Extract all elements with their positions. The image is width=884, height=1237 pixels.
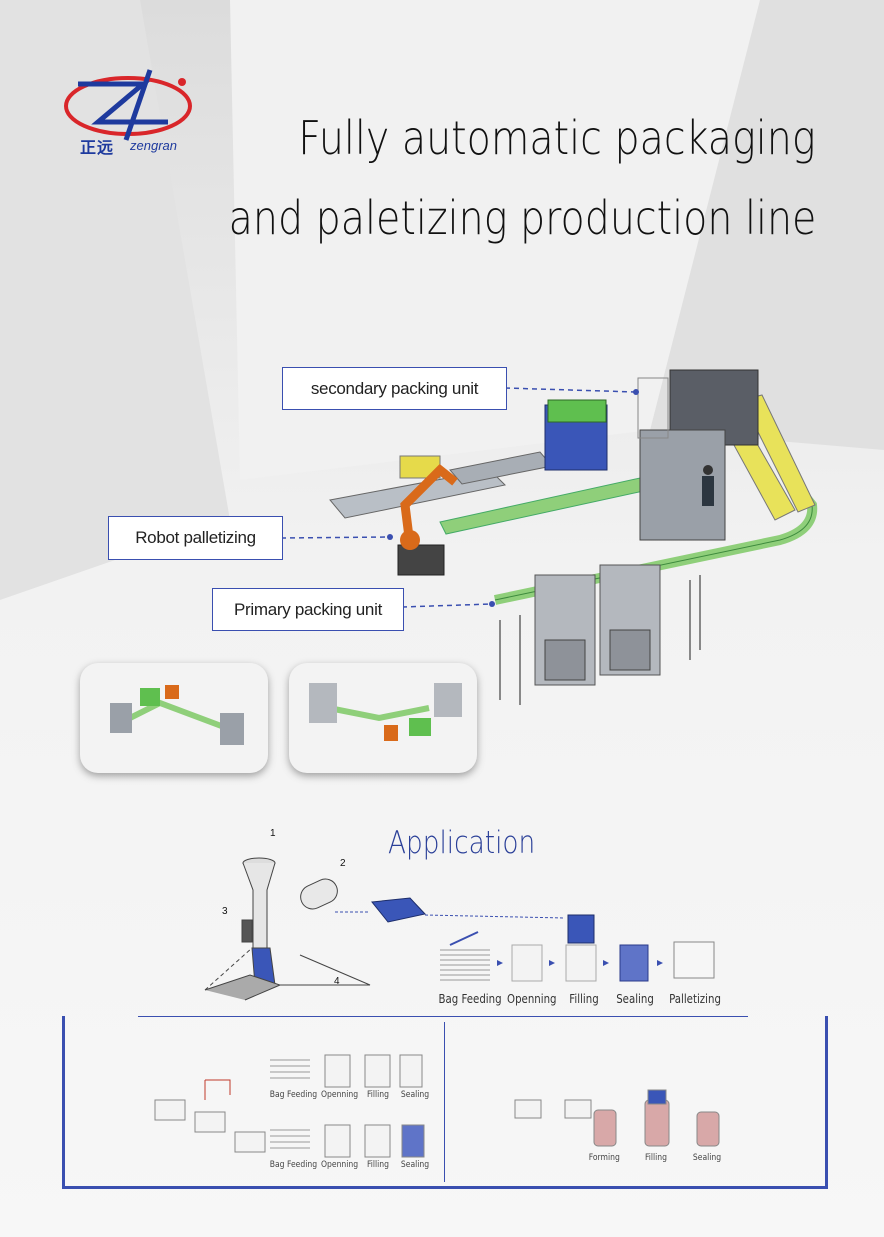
step-openning: Openning [507,992,557,1006]
company-logo [64,69,192,141]
bottom-frame-top-rule [138,1016,748,1017]
secondary-packing-label: secondary packing unit [282,367,507,410]
diagram-number-4: 4 [334,976,340,987]
primary-packing-label: Primary packing unit [212,588,404,631]
step-filling: Filling [569,992,599,1006]
diagram-number-1: 1 [270,828,276,839]
line-render-thumbnail-1 [80,663,268,773]
bottom-frame [62,1016,828,1189]
page-title-line-2: and paletizing production line [228,191,816,245]
left-row2-openning: Openning [321,1160,359,1170]
logo-chinese-text: 正远 [80,138,115,157]
page-title-line-1: Fully automatic packaging [298,111,816,165]
left-row2-filling: Filling [366,1160,390,1170]
step-sealing: Sealing [616,992,654,1006]
robot-palletizing-label: Robot palletizing [108,516,283,560]
left-row2-bag-feeding: Bag Feeding [269,1160,318,1170]
left-row1-filling: Filling [366,1090,390,1100]
bottom-frame-divider [444,1022,445,1182]
application-diagram [204,857,715,1001]
left-row1-bag-feeding: Bag Feeding [269,1090,318,1100]
application-heading: Application [388,825,536,861]
left-row1-openning: Openning [321,1090,359,1100]
step-palletizing: Palletizing [669,992,721,1006]
left-panel-diagram [154,1054,425,1158]
right-panel-diagram [514,1089,720,1147]
diagram-number-3: 3 [222,906,228,917]
right-forming: Forming [588,1153,620,1163]
left-row1-sealing: Sealing [400,1090,430,1100]
line-render-thumbnail-2 [289,663,477,773]
pointer-lines [280,387,637,608]
diagram-number-2: 2 [340,858,346,869]
production-line-illustration [329,369,818,705]
logo-english-text: zengran [130,138,177,153]
left-row2-sealing: Sealing [400,1160,430,1170]
right-filling: Filling [644,1153,668,1163]
step-bag-feeding: Bag Feeding [438,992,502,1006]
right-sealing: Sealing [692,1153,722,1163]
